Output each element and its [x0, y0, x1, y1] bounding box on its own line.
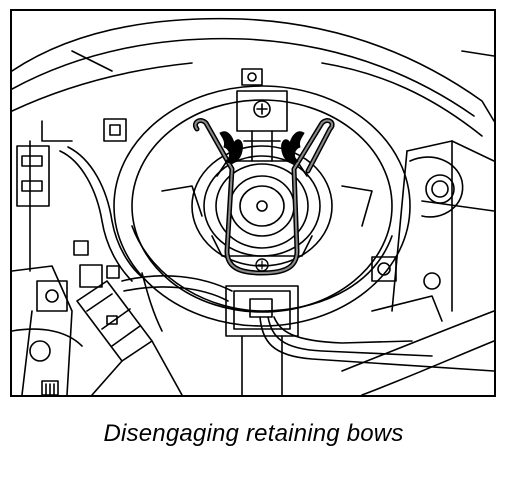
left-cables	[12, 146, 233, 395]
retaining-bow	[192, 118, 335, 276]
figure-caption: Disengaging retaining bows	[103, 420, 404, 447]
technical-illustration	[10, 9, 496, 397]
release-arrows	[219, 131, 305, 164]
misc-details	[41, 185, 373, 395]
upper-screw	[236, 90, 288, 162]
reflector	[113, 85, 411, 327]
headlamp-housing	[12, 17, 494, 395]
left-brackets	[16, 118, 127, 362]
wiring-connector	[225, 285, 494, 395]
